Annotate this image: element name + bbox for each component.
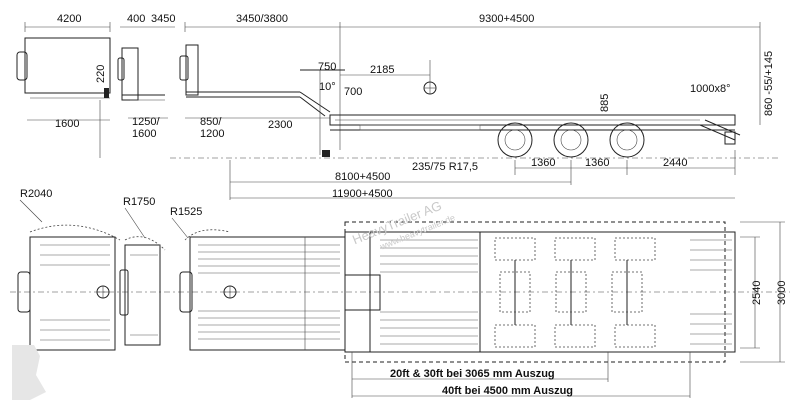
dim-3000: 3000: [776, 281, 788, 305]
dim-400: 400: [127, 13, 145, 25]
dim-885: 885: [599, 94, 611, 112]
tyre-size: 235/75 R17,5: [412, 161, 478, 173]
dim-1600: 1600: [55, 118, 79, 130]
side-view: 4200 400 3450 3450/3800 9300+4500 220 16…: [16, 13, 780, 200]
deck-slats: [380, 239, 732, 345]
dim-11900-4500: 11900+4500: [332, 188, 393, 200]
dim-1250: 1250/: [132, 116, 160, 128]
dim-220: 220: [95, 65, 107, 83]
dim-9300-4500: 9300+4500: [479, 13, 534, 25]
axle-wheels: [497, 122, 645, 158]
dim-3450-3800: 3450/3800: [236, 13, 288, 25]
dim-850: 850/: [200, 116, 222, 128]
top-view: R2040 R1750 R1525: [10, 188, 790, 398]
radius-1750: R1750: [123, 196, 155, 208]
container-20-30ft: 20ft & 30ft bei 3065 mm Auszug: [390, 368, 555, 380]
dim-2185: 2185: [370, 64, 394, 76]
logo-mark-icon: [12, 345, 46, 400]
dim-1600b: 1600: [132, 128, 156, 140]
gooseneck-slats: [198, 244, 340, 340]
axle-groups-top: [494, 237, 656, 348]
dim-2300: 2300: [268, 119, 292, 131]
dim-2540: 2540: [751, 281, 763, 305]
watermark: HeavyTrailer AG www.heavytrailer.de: [350, 198, 456, 252]
dim-3450: 3450: [151, 13, 175, 25]
dim-1360-a: 1360: [531, 157, 555, 169]
dim-860-55-145: 860 -55/+145: [763, 51, 775, 116]
dim-700: 700: [344, 86, 362, 98]
dim-750: 750: [318, 61, 336, 73]
dim-4200: 4200: [57, 13, 81, 25]
dim-1360-b: 1360: [585, 157, 609, 169]
container-40ft: 40ft bei 4500 mm Auszug: [442, 385, 573, 397]
dim-8100-4500: 8100+4500: [335, 171, 390, 183]
radius-2040: R2040: [20, 188, 52, 200]
dim-10deg: 10°: [319, 81, 336, 93]
dim-1200: 1200: [200, 128, 224, 140]
radius-1525: R1525: [170, 206, 202, 218]
dim-2440: 2440: [663, 157, 687, 169]
dim-1000x8: 1000x8°: [690, 83, 731, 95]
